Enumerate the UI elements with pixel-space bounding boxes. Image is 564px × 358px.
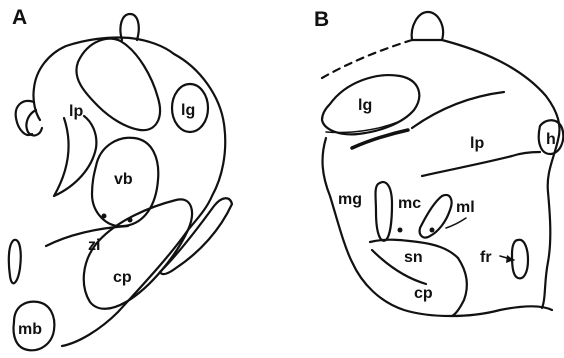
a-lp-region bbox=[76, 39, 160, 131]
b-cp-right-boundary bbox=[452, 258, 467, 316]
b-ml-arrow bbox=[446, 218, 466, 228]
b-top-knob bbox=[412, 12, 443, 40]
label-a-zi: zi bbox=[88, 237, 100, 254]
label-b-cp: cp bbox=[414, 285, 433, 302]
a-vb-dot-1 bbox=[102, 214, 107, 219]
label-b-fr: fr bbox=[480, 249, 492, 266]
a-outer-contour bbox=[62, 38, 225, 346]
b-mg-inner-region bbox=[376, 182, 393, 241]
panel-a: A lp lg vb zi cp mb bbox=[9, 6, 232, 350]
panel-b-letter: B bbox=[314, 8, 329, 31]
a-left-small-oval bbox=[9, 240, 21, 284]
label-a-mb: mb bbox=[18, 321, 42, 338]
panel-b: B lg lp h bbox=[314, 8, 563, 316]
b-outer-bottom-contour bbox=[323, 138, 552, 316]
b-lp-upper-line bbox=[412, 92, 504, 128]
a-left-flap-inner bbox=[26, 110, 42, 135]
a-zi-line bbox=[46, 226, 128, 246]
b-dot-2 bbox=[430, 228, 435, 233]
a-top-knob bbox=[120, 14, 138, 40]
label-a-cp: cp bbox=[113, 269, 132, 286]
b-lp-lower-line bbox=[422, 152, 540, 176]
b-fr-region bbox=[512, 240, 528, 279]
a-left-crescent bbox=[54, 116, 96, 196]
label-b-mg: mg bbox=[338, 191, 362, 208]
label-b-lp: lp bbox=[470, 135, 484, 152]
b-outer-right-contour bbox=[442, 40, 560, 308]
label-b-ml: ml bbox=[456, 199, 475, 216]
panel-a-letter: A bbox=[12, 6, 27, 29]
label-b-mc: mc bbox=[398, 195, 421, 212]
b-ml-region bbox=[420, 195, 452, 238]
label-a-vb: vb bbox=[114, 171, 133, 188]
b-dashed-boundary bbox=[322, 40, 412, 78]
a-left-flap bbox=[16, 101, 34, 135]
a-right-ribbon bbox=[160, 198, 232, 274]
label-b-lg: lg bbox=[358, 97, 372, 114]
label-b-h: h bbox=[546, 131, 556, 148]
label-b-sn: sn bbox=[404, 249, 423, 266]
b-dot-1 bbox=[398, 228, 403, 233]
label-a-lg: lg bbox=[181, 102, 195, 119]
label-a-lp: lp bbox=[69, 103, 83, 120]
